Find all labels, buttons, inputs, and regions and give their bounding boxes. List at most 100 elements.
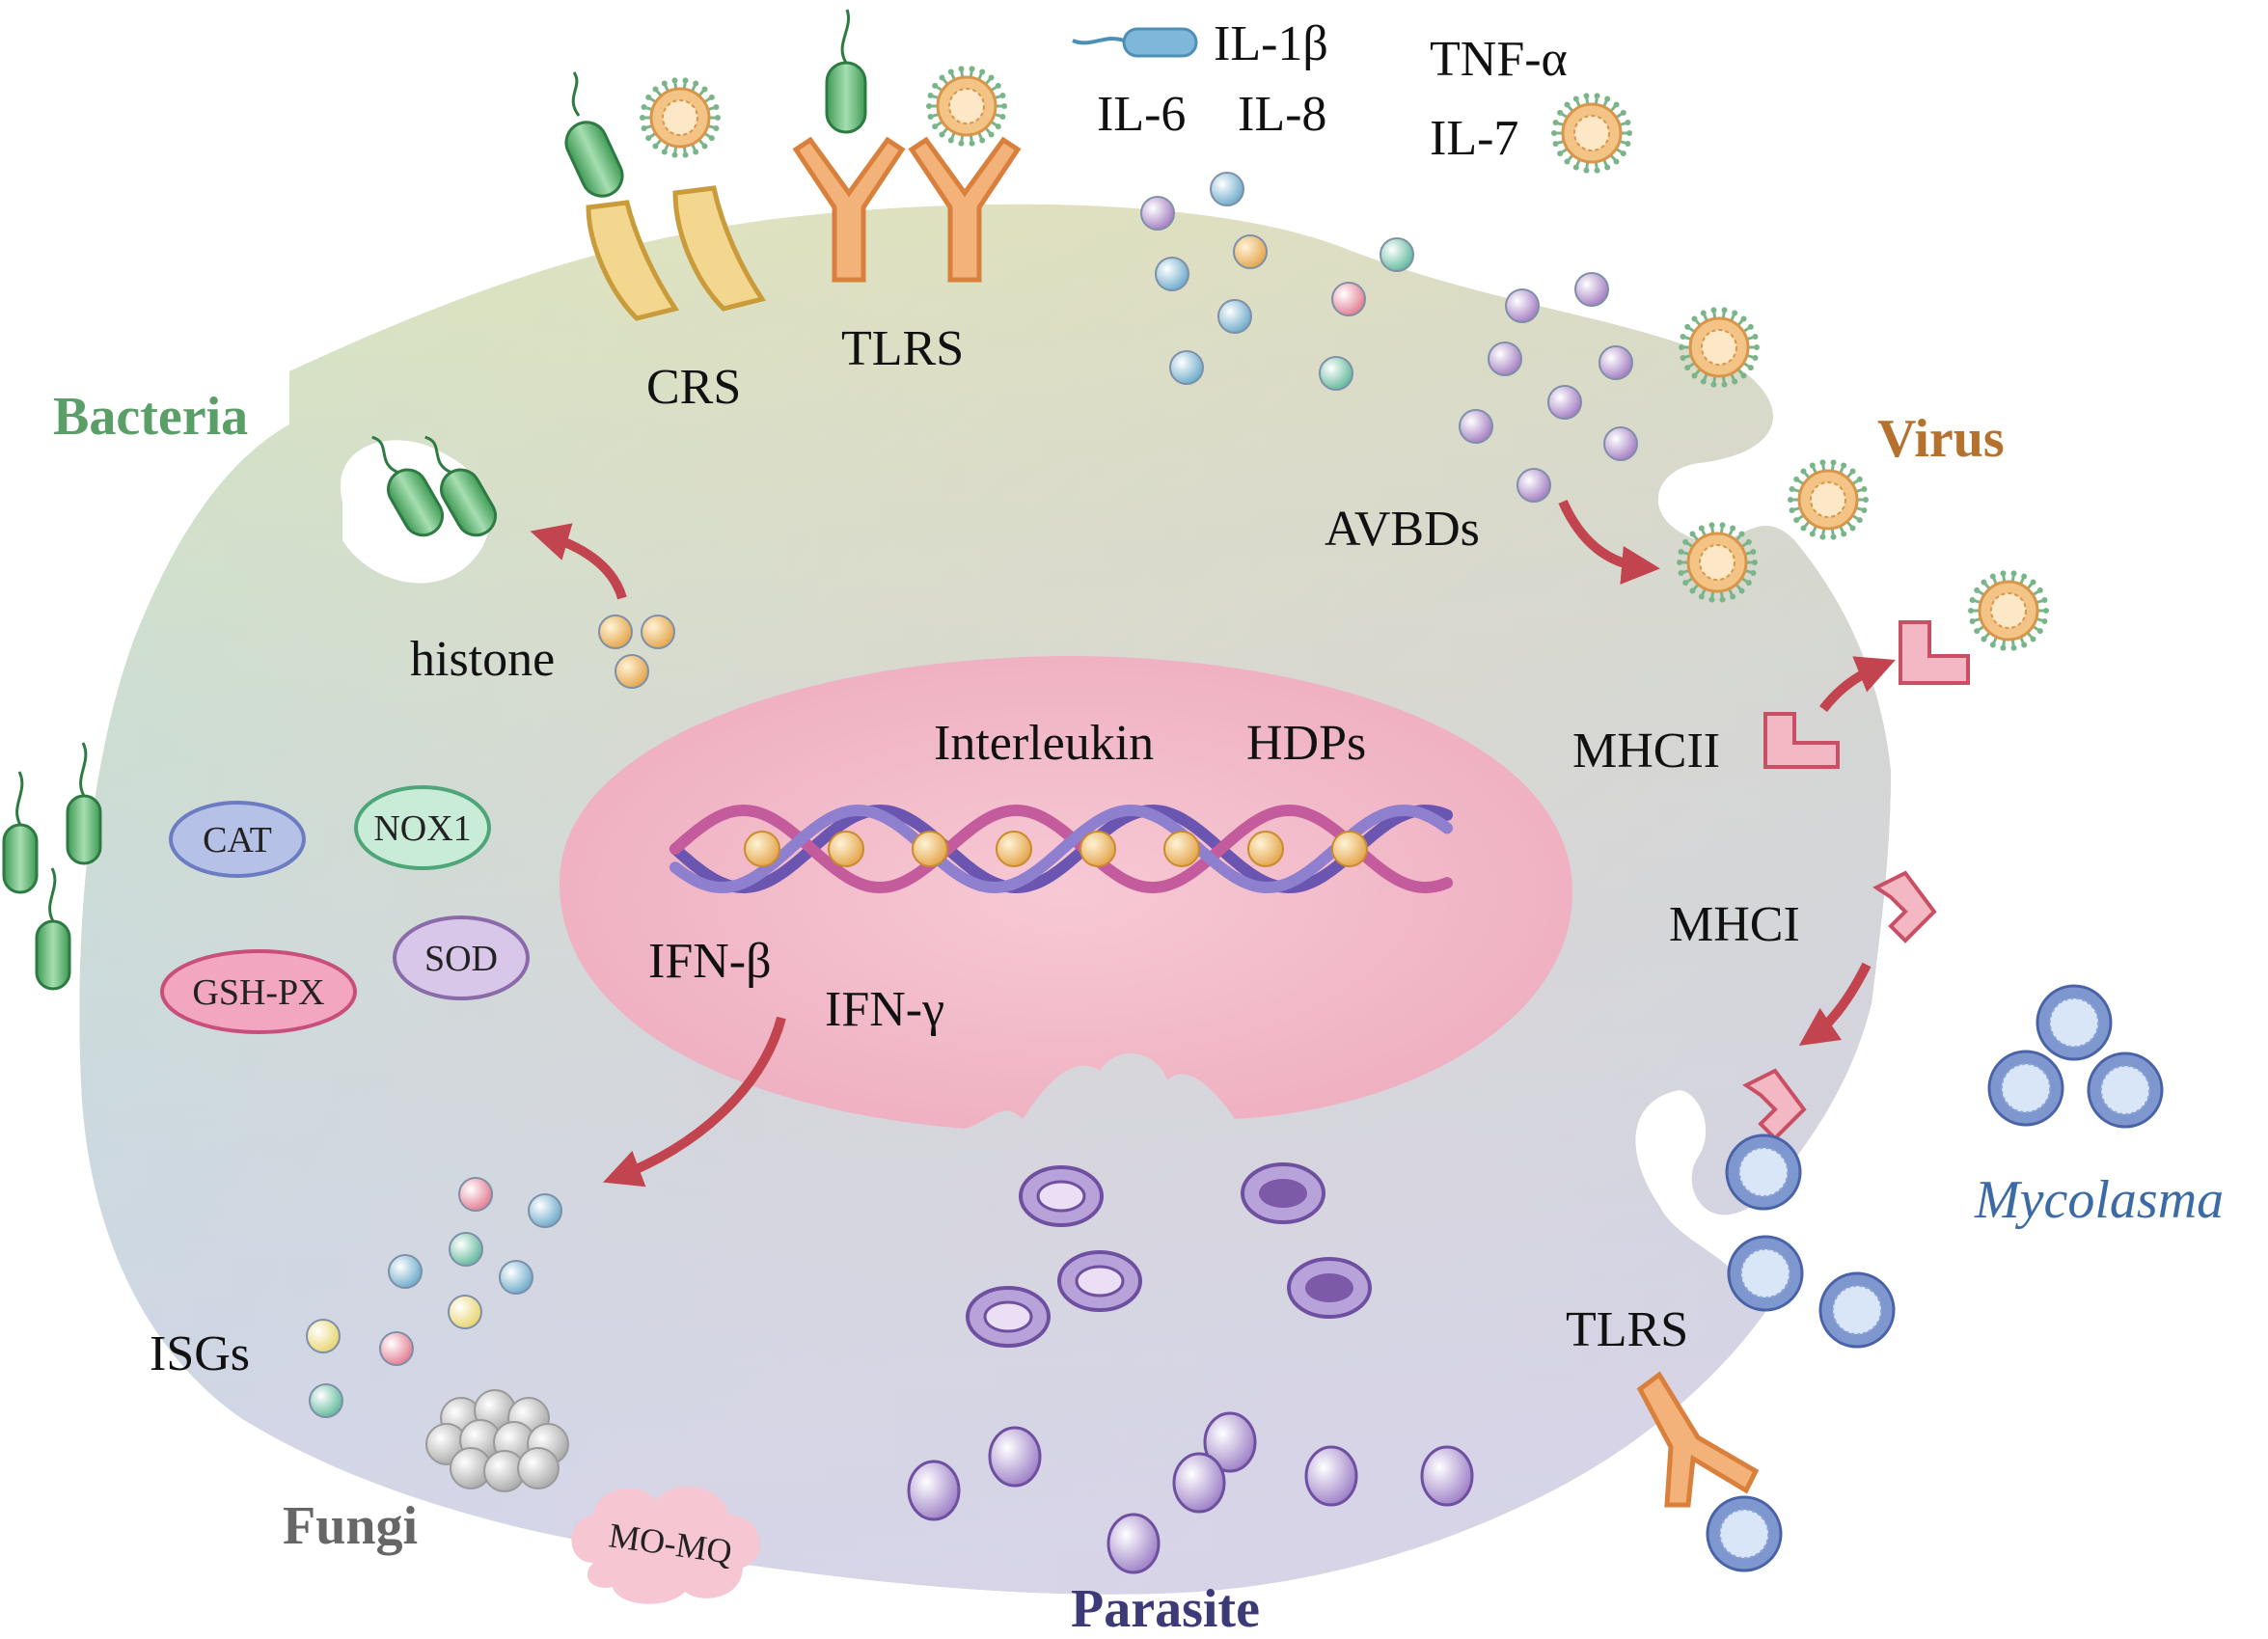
tlr-receptor-top-icon [792, 136, 1022, 283]
virus-icon [1677, 522, 1758, 603]
parasite-egg-icon [988, 1426, 1042, 1488]
bacteria-label: Bacteria [53, 387, 248, 447]
parasite-label: Parasite [1071, 1579, 1260, 1634]
il8-label: IL-8 [1238, 87, 1326, 142]
dna-base-pair [996, 831, 1032, 867]
molecule-particle [1140, 196, 1175, 231]
interleukin-label: Interleukin [934, 716, 1154, 771]
virus-label: Virus [1877, 409, 2005, 469]
dna-base-pair [1163, 831, 1200, 867]
molecule-particle [641, 615, 675, 649]
mhc2-receptor-icon [1763, 620, 1970, 769]
parasite-ring-center [1036, 1180, 1086, 1213]
virus-icon [640, 77, 721, 158]
il7-label: IL-7 [1430, 111, 1518, 166]
nucleus [560, 656, 1572, 1129]
mhc1-arrow [1798, 962, 1872, 1047]
parasite-egg-icon [1107, 1513, 1161, 1574]
molecule-particle [1217, 299, 1252, 334]
parasite-cyst-core [1259, 1179, 1307, 1208]
mycoplasma-label: Mycolasma [1974, 1170, 2224, 1230]
molecule-particle [1331, 282, 1366, 316]
mycoplasma-core [1738, 1147, 1789, 1197]
parasite-egg-icon [907, 1460, 961, 1521]
histone-label: histone [410, 632, 555, 687]
molecule-particles [306, 172, 1638, 1418]
molecule-particle [1505, 288, 1540, 323]
molecule-particle [448, 1295, 482, 1329]
tlrs-bottom-label: TLRS [1566, 1302, 1688, 1357]
mycoplasma-core [2049, 997, 2099, 1048]
dna-base-pair [912, 831, 948, 867]
molecule-particle [598, 615, 633, 649]
crs-receptor-icon [586, 185, 767, 321]
cat-label: CAT [203, 820, 272, 860]
dna-base-pair [1247, 831, 1284, 867]
molecule-particle [1517, 468, 1551, 503]
il1b-label: IL-1β [1214, 16, 1328, 71]
molecule-particle [528, 1193, 562, 1228]
sod-enzyme: SOD [393, 915, 530, 1000]
tnfa-label: TNF-α [1430, 32, 1568, 87]
molecule-particle [1169, 350, 1204, 385]
molecule-particle [1574, 272, 1609, 307]
virus-icon [1679, 307, 1760, 388]
mhc2-label: MHCII [1572, 724, 1720, 779]
fungi-cluster [425, 1389, 569, 1492]
nox1-enzyme: NOX1 [354, 785, 491, 870]
virus-icon [926, 66, 1007, 147]
molecule-particle [615, 654, 649, 689]
bacterium-icon [564, 71, 624, 198]
molecule-particle [306, 1319, 341, 1353]
mycoplasma-cluster [1706, 984, 2164, 1572]
avbds-label: AVBDs [1325, 502, 1480, 557]
cat-enzyme: CAT [169, 801, 306, 878]
fungi-label: Fungi [283, 1496, 418, 1556]
avbds-arrow [1558, 499, 1660, 585]
dna-strand [669, 804, 1453, 894]
molecule-particle [1488, 341, 1522, 376]
ifn-beta-label: IFN-β [648, 934, 772, 989]
parasite-cyst-core [1305, 1273, 1353, 1302]
parasite-cluster [907, 1162, 1474, 1574]
parasite-ring-center [983, 1300, 1033, 1333]
mycoplasma-core [1740, 1248, 1790, 1298]
molecule-particle [388, 1254, 423, 1289]
isgs-label: ISGs [150, 1326, 250, 1381]
bacterium-icon [825, 9, 867, 134]
parasite-egg-icon [1304, 1445, 1358, 1507]
tlrs-top-label: TLRS [841, 321, 964, 376]
molecule-particle [1319, 356, 1353, 391]
molecule-particle [1210, 172, 1244, 206]
mycoplasma-core [1832, 1285, 1882, 1335]
virus-icon [1788, 459, 1869, 540]
virus-icon [1968, 570, 2049, 651]
parasite-egg-icon [1203, 1411, 1257, 1473]
molecule-particle [1380, 237, 1414, 272]
hdps-label: HDPs [1246, 716, 1366, 771]
molecule-particle [449, 1232, 483, 1267]
dna-base-pair [1079, 831, 1116, 867]
crs-label: CRS [646, 360, 741, 415]
bacteria-cluster [2, 435, 497, 991]
dna-base-pair [828, 831, 864, 867]
ifn-gamma-label: IFN-γ [825, 982, 944, 1037]
mhc1-label: MHCI [1669, 897, 1800, 952]
molecule-particle [1233, 234, 1268, 269]
dna-base-pair [1331, 831, 1368, 867]
parasite-egg-icon [1420, 1445, 1474, 1507]
mycoplasma-core [2100, 1065, 2150, 1115]
dna-helix [669, 804, 1453, 894]
molecule-particle [379, 1331, 414, 1366]
il6-label: IL-6 [1097, 87, 1186, 142]
molecule-particle [309, 1383, 343, 1418]
fungus-spore [517, 1447, 560, 1489]
sod-label: SOD [424, 939, 498, 979]
mhc2-arrow [1819, 656, 1896, 713]
gsh-px-enzyme: GSH-PX [160, 949, 357, 1034]
parasite-egg-icon [1172, 1452, 1226, 1514]
molecule-particle [1155, 257, 1189, 291]
histone-arrow [530, 523, 627, 600]
